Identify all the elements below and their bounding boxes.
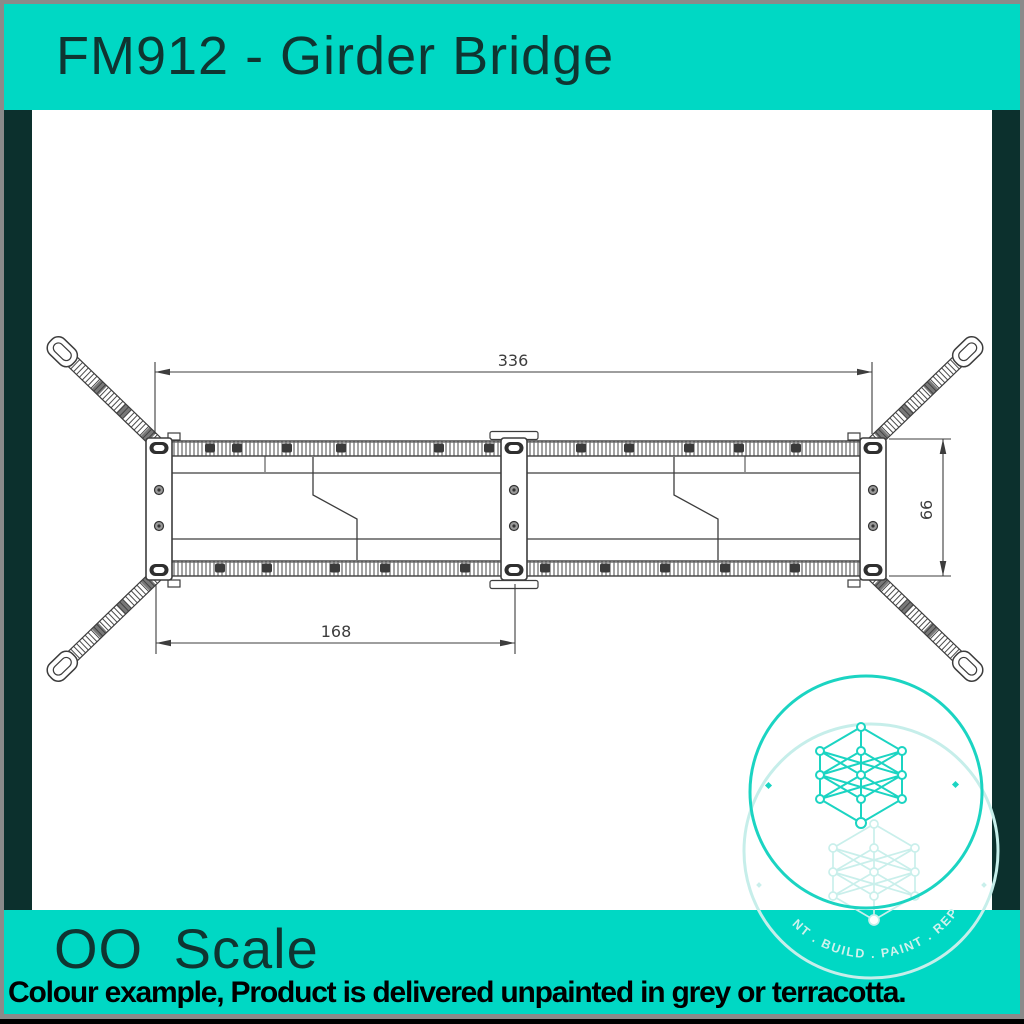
end-post-right [859,437,887,581]
dim-span-length-label: 168 [321,622,352,641]
left-side-bar [4,110,32,910]
scale-label: OO Scale [54,917,319,980]
dimension-annotations: 336 168 66 [154,351,951,654]
right-side-bar [992,110,1020,910]
dim-overall-length-label: 336 [498,351,529,370]
end-post-left [145,437,173,581]
dim-deck-width-label: 66 [917,500,936,520]
span2-jog-line [673,457,719,560]
header-band [4,4,1020,110]
bridge-posts [145,430,887,590]
pier-post-center [500,437,528,581]
page-title: FM912 - Girder Bridge [56,26,615,86]
colour-disclaimer-caption: Colour example, Product is delivered unp… [8,976,907,1009]
span1-jog-line [312,457,358,560]
deck-fixing-clips [205,443,801,573]
technical-drawing: 336 168 66 [42,332,988,686]
